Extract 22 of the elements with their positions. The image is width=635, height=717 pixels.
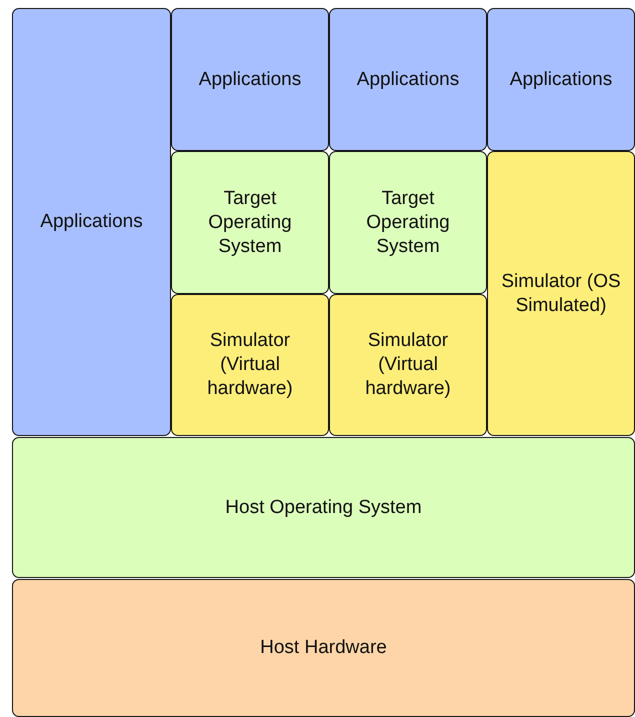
layer-label: Simulator (Virtual hardware) [206,329,294,401]
layer-label: Simulator (OS Simulated) [500,270,622,318]
layer-label: Applications [510,68,612,92]
layer-box [329,151,487,294]
layer-box [329,294,487,436]
layer-label: Applications [356,68,460,92]
layer-label: Target Operating System [207,186,293,258]
layer-box [12,8,171,436]
layer-box [487,8,635,151]
layer-box [12,579,635,717]
layer-box [171,151,329,294]
layer-label: Host Operating System [225,496,422,520]
layer-box [171,8,329,151]
layer-box [487,151,635,436]
layer-label: Host Hardware [260,636,387,660]
layer-label: Target Operating System [365,186,451,258]
layer-box [171,294,329,436]
layer-box [12,437,635,578]
layer-label: Applications [40,210,143,234]
layer-label: Applications [198,68,302,92]
layer-box [329,8,487,151]
layer-label: Simulator (Virtual hardware) [364,329,452,401]
